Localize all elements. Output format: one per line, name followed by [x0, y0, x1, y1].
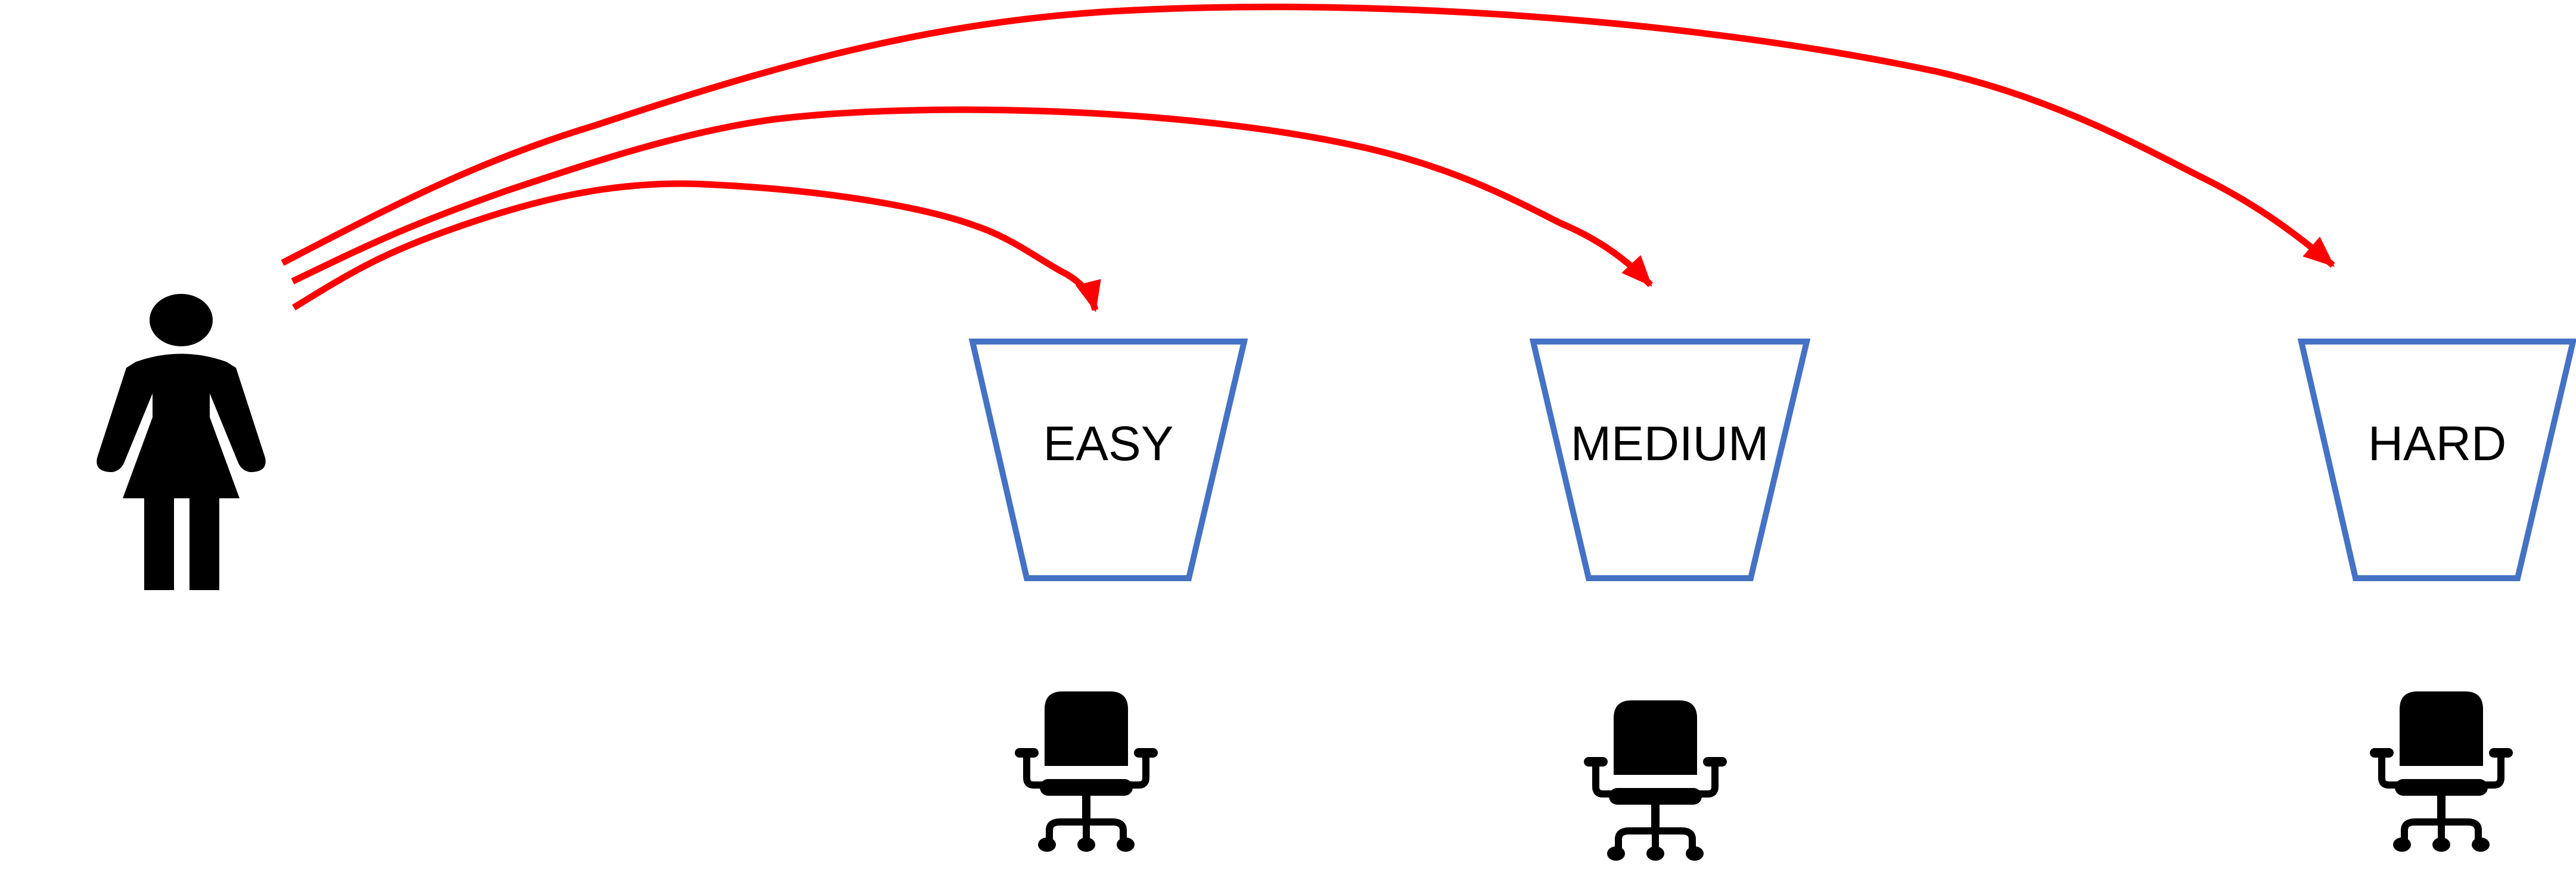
office-chair-icon	[1584, 700, 1727, 861]
arrow-to-medium	[291, 106, 1654, 287]
bin-hard-label: HARD	[2368, 417, 2506, 471]
arrow-to-hard	[281, 4, 2335, 268]
bin-medium-label: MEDIUM	[1571, 417, 1769, 471]
bin-easy: EASY	[968, 339, 1248, 581]
bin-hard-shape	[2297, 339, 2576, 581]
bin-easy-shape	[968, 339, 1248, 581]
bin-medium: MEDIUM	[1529, 339, 1811, 581]
bin-easy-label: EASY	[1043, 417, 1174, 471]
woman-icon	[97, 294, 266, 590]
office-chair-icon	[2370, 691, 2513, 852]
bin-hard: HARD	[2297, 339, 2576, 581]
arrows	[281, 4, 2335, 312]
bin-medium-shape	[1529, 339, 1811, 581]
arrow-to-easy	[292, 180, 1101, 312]
office-chair-icon	[1015, 691, 1158, 852]
